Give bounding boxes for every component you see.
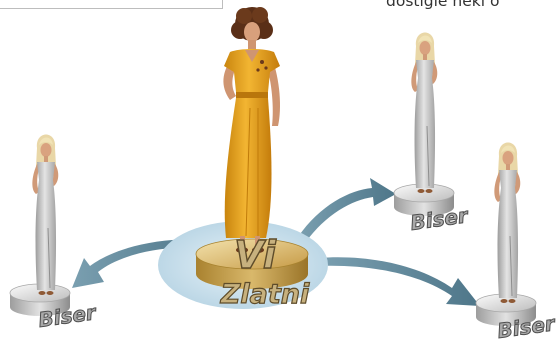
- woman-gold-dress-figure: [223, 7, 280, 253]
- pearl-node-left: Biser: [10, 135, 98, 332]
- woman-silver-dress-figure: [494, 143, 520, 304]
- pearl-node-right-top: Biser: [394, 33, 470, 235]
- curved-arrow: [318, 257, 480, 306]
- center-label-vi: Vi: [234, 233, 277, 277]
- woman-silver-dress-figure: [411, 33, 437, 194]
- center-label-zlatni: Zlatni: [220, 279, 310, 310]
- pearl-node-right-bottom: Biser: [476, 143, 557, 342]
- woman-silver-dress-figure: [32, 135, 58, 296]
- curved-arrow: [298, 178, 396, 243]
